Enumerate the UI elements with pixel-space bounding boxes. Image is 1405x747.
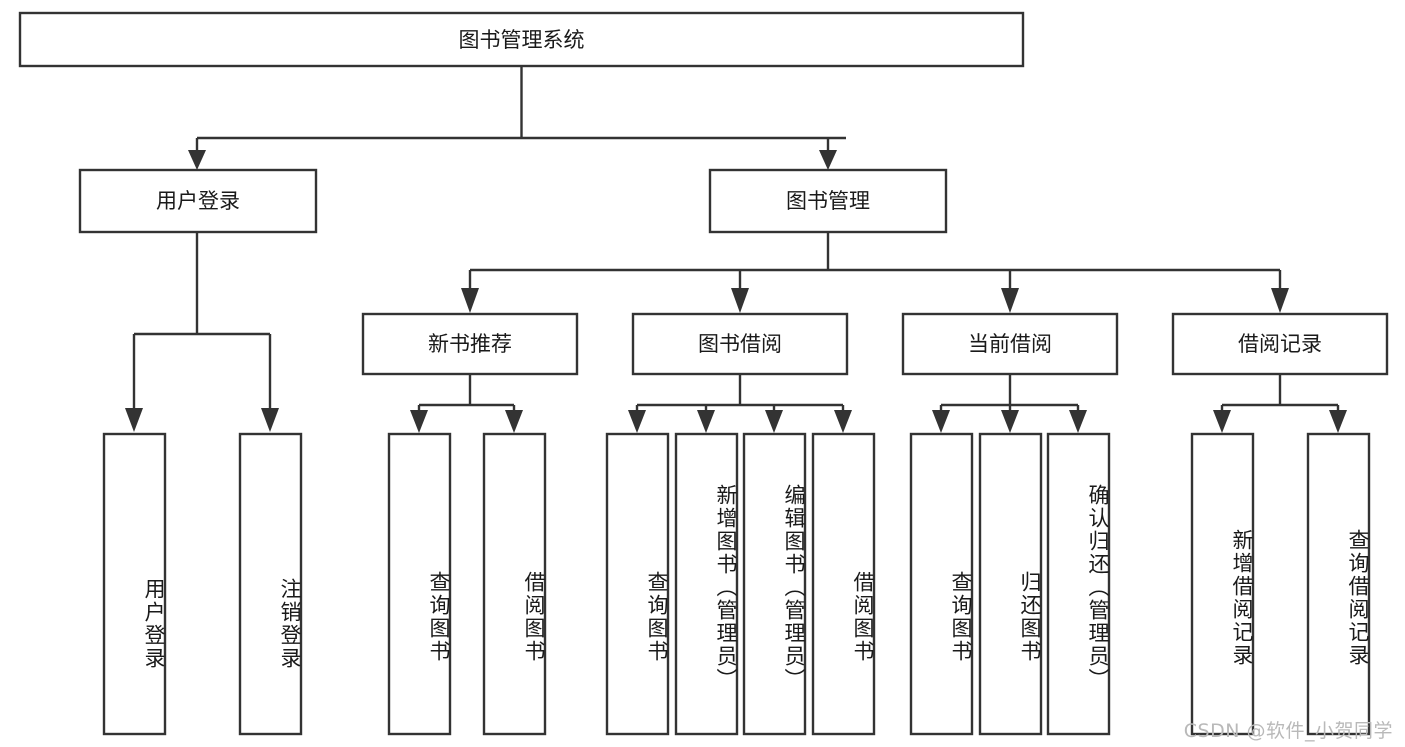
arrowhead-leaf-cur-query: [932, 410, 950, 433]
node-book-manage-label: 图书管理: [786, 189, 870, 213]
node-user-login-box[interactable]: [78, 168, 318, 234]
connector-group-new-book-rec: [410, 374, 523, 433]
node-new-book-rec-box[interactable]: [361, 312, 579, 376]
arrowhead-book-borrow: [731, 288, 749, 313]
arrowhead-borrow-record: [1271, 288, 1289, 313]
node-leaf-borrow-edit-box[interactable]: [742, 432, 807, 736]
arrowhead-leaf-rec-query2: [1329, 410, 1347, 433]
node-root[interactable]: 图书管理系统: [18, 11, 1025, 68]
node-root-box[interactable]: [18, 11, 1025, 68]
node-leaf-borrow-lend-box[interactable]: [811, 432, 876, 736]
node-borrow-record-box[interactable]: [1171, 312, 1389, 376]
node-current-borrow-label: 当前借阅: [968, 332, 1052, 356]
node-current-borrow-box[interactable]: [901, 312, 1119, 376]
node-leaf-user-logout-box[interactable]: [238, 432, 303, 736]
node-book-borrow[interactable]: 图书借阅: [631, 312, 849, 376]
node-user-login-label: 用户登录: [156, 189, 240, 213]
arrowhead-user-login: [188, 150, 206, 170]
node-leaf-cur-query-box[interactable]: [909, 432, 974, 736]
connector-group-book-manage: [461, 232, 1289, 313]
node-book-manage-box[interactable]: [708, 168, 948, 234]
connector-group-root: [188, 66, 846, 170]
node-book-borrow-box[interactable]: [631, 312, 849, 376]
arrowhead-new-book-rec: [461, 288, 479, 313]
node-current-borrow[interactable]: 当前借阅: [901, 312, 1119, 376]
arrowhead-book-manage: [819, 150, 837, 170]
arrowhead-leaf-user-login: [125, 408, 143, 432]
node-leaf-borrow-add-box[interactable]: [674, 432, 739, 736]
node-leaf-rec-borrow-box[interactable]: [482, 432, 547, 736]
node-leaf-rec-query-box[interactable]: [387, 432, 452, 736]
leaf-boxes-group: [102, 432, 1371, 736]
node-leaf-cur-return-box[interactable]: [978, 432, 1043, 736]
arrowhead-leaf-borrow-add: [697, 410, 715, 433]
csdn-watermark: CSDN @软件_小贺同学: [1183, 720, 1393, 742]
arrowhead-leaf-rec-query: [410, 410, 428, 433]
arrowhead-leaf-user-logout: [261, 408, 279, 432]
node-leaf-cur-confirm-box[interactable]: [1046, 432, 1111, 736]
connector-group-borrow-record: [1213, 374, 1347, 433]
arrowhead-leaf-rec-borrow: [505, 410, 523, 433]
connector-group-current-borrow: [932, 374, 1087, 433]
arrowhead-leaf-cur-return: [1001, 410, 1019, 433]
node-book-manage[interactable]: 图书管理: [708, 168, 948, 234]
node-new-book-rec[interactable]: 新书推荐: [361, 312, 579, 376]
node-borrow-record[interactable]: 借阅记录: [1171, 312, 1389, 376]
node-leaf-borrow-query-box[interactable]: [605, 432, 670, 736]
arrowhead-leaf-borrow-edit: [765, 410, 783, 433]
node-leaf-user-login-box[interactable]: [102, 432, 167, 736]
arrowhead-leaf-rec-add: [1213, 410, 1231, 433]
arrowhead-current-borrow: [1001, 288, 1019, 313]
node-new-book-rec-label: 新书推荐: [428, 332, 512, 356]
arrowhead-leaf-cur-confirm: [1069, 410, 1087, 433]
connector-group-user-login: [125, 232, 279, 432]
node-leaf-rec-add-box[interactable]: [1190, 432, 1255, 736]
node-borrow-record-label: 借阅记录: [1238, 332, 1322, 356]
node-leaf-rec-query2-box[interactable]: [1306, 432, 1371, 736]
node-root-label: 图书管理系统: [459, 28, 585, 52]
node-user-login[interactable]: 用户登录: [78, 168, 318, 234]
connector-group-book-borrow: [628, 374, 852, 433]
arrowhead-leaf-borrow-query: [628, 410, 646, 433]
node-book-borrow-label: 图书借阅: [698, 332, 782, 356]
arrowhead-leaf-borrow-lend: [834, 410, 852, 433]
